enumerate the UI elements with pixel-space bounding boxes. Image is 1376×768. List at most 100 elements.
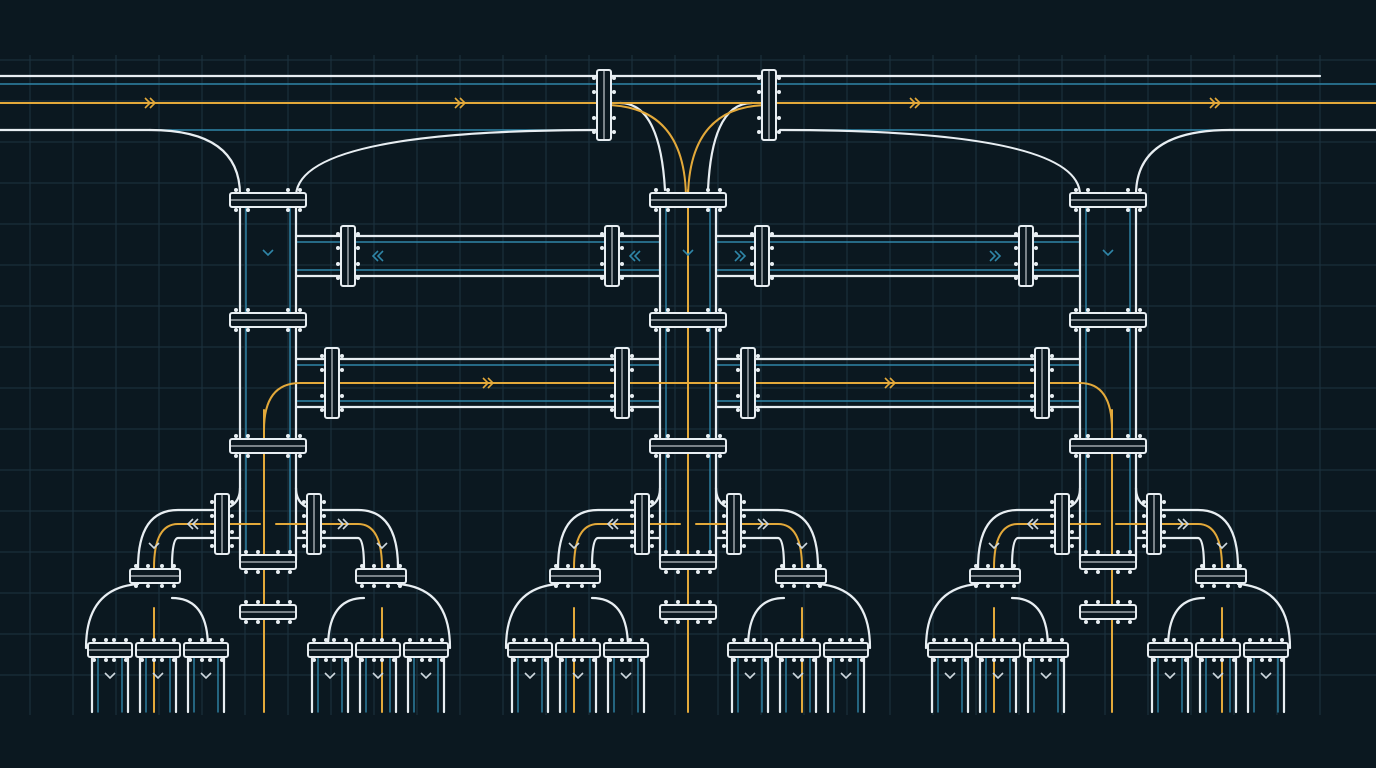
bolt xyxy=(860,658,864,662)
bolt xyxy=(1162,514,1166,518)
chevron-icon xyxy=(1026,518,1039,530)
bolt xyxy=(706,328,710,332)
bolt xyxy=(234,454,238,458)
bolt xyxy=(944,638,948,642)
bolt xyxy=(750,276,754,280)
bolt xyxy=(1142,514,1146,518)
bolt xyxy=(152,658,156,662)
bolt xyxy=(1238,584,1242,588)
pipe-flange xyxy=(659,550,717,574)
bolt xyxy=(806,584,810,588)
bolt xyxy=(736,394,740,398)
bolt xyxy=(1086,434,1090,438)
bolt xyxy=(1200,638,1204,642)
bolt xyxy=(560,638,564,642)
pipe-flange xyxy=(1023,638,1069,662)
bolt xyxy=(1060,638,1064,642)
bolt xyxy=(628,638,632,642)
center-flow-left xyxy=(603,104,687,201)
bolt xyxy=(732,638,736,642)
chevron-icon xyxy=(371,250,384,262)
bolt xyxy=(1050,354,1054,358)
chevron-icon xyxy=(568,542,580,550)
bolt xyxy=(1126,328,1130,332)
bolt xyxy=(750,232,754,236)
bolt xyxy=(246,208,250,212)
bolt xyxy=(298,188,302,192)
bolt xyxy=(566,584,570,588)
bolt xyxy=(1126,208,1130,212)
pipe-flange xyxy=(610,347,634,419)
pipe-flange xyxy=(135,638,181,662)
branch-elbow-right-inner xyxy=(1134,536,1206,570)
bolt xyxy=(630,544,634,548)
bolt xyxy=(246,454,250,458)
bolt xyxy=(566,564,570,568)
bolt xyxy=(392,658,396,662)
pipe-flange xyxy=(649,308,727,332)
bolt xyxy=(344,658,348,662)
bolt xyxy=(722,514,726,518)
bolt xyxy=(544,638,548,642)
bolt xyxy=(312,638,316,642)
bolt xyxy=(986,584,990,588)
bolt xyxy=(1050,514,1054,518)
bolt xyxy=(780,638,784,642)
bolt xyxy=(298,308,302,312)
bolt xyxy=(152,638,156,642)
bolt xyxy=(286,454,290,458)
bolt xyxy=(780,564,784,568)
bolt xyxy=(630,408,634,412)
pipe-flange xyxy=(129,564,181,588)
pipe-inner-walls xyxy=(0,83,1376,713)
bolt xyxy=(666,308,670,312)
bolt xyxy=(208,638,212,642)
elbow-center-left xyxy=(618,101,667,192)
chevron-icon xyxy=(324,672,336,680)
bolt xyxy=(1084,620,1088,624)
bolt xyxy=(320,368,324,372)
bolt xyxy=(322,514,326,518)
branch-elbow-left xyxy=(136,486,242,570)
bolt xyxy=(722,500,726,504)
chevron-icon xyxy=(1216,542,1228,550)
bolt xyxy=(340,354,344,358)
bolt xyxy=(288,550,292,554)
bolt xyxy=(1084,550,1088,554)
pipe-flange xyxy=(403,638,449,662)
bolt xyxy=(234,434,238,438)
bolt xyxy=(752,638,756,642)
bolt xyxy=(1128,600,1132,604)
chevron-icon xyxy=(1209,97,1222,109)
bolt xyxy=(706,308,710,312)
bolt xyxy=(752,658,756,662)
chevron-icon xyxy=(572,672,584,680)
bolt xyxy=(172,584,176,588)
bolt xyxy=(992,638,996,642)
bolt xyxy=(1142,544,1146,548)
bolt xyxy=(1060,658,1064,662)
bolt xyxy=(336,232,340,236)
pipe-flange xyxy=(1014,225,1038,287)
bolt xyxy=(112,638,116,642)
outlet-elbow xyxy=(816,582,872,650)
bolt xyxy=(1014,246,1018,250)
pipe-flange xyxy=(210,493,234,555)
chevron-icon xyxy=(909,97,922,109)
bolt xyxy=(230,500,234,504)
bolt xyxy=(134,584,138,588)
bolt xyxy=(1138,308,1142,312)
bolt xyxy=(146,584,150,588)
chevron-icon xyxy=(992,672,1004,680)
bolt xyxy=(276,550,280,554)
chevron-icon xyxy=(744,672,756,680)
bolt xyxy=(1162,544,1166,548)
pipe-flange xyxy=(775,564,827,588)
bolt xyxy=(676,600,680,604)
branch-elbow-left xyxy=(556,486,662,570)
bolt xyxy=(592,564,596,568)
bolt xyxy=(1074,308,1078,312)
bolt xyxy=(246,308,250,312)
pipe-flange xyxy=(336,225,360,287)
chevron-icon xyxy=(884,377,897,389)
